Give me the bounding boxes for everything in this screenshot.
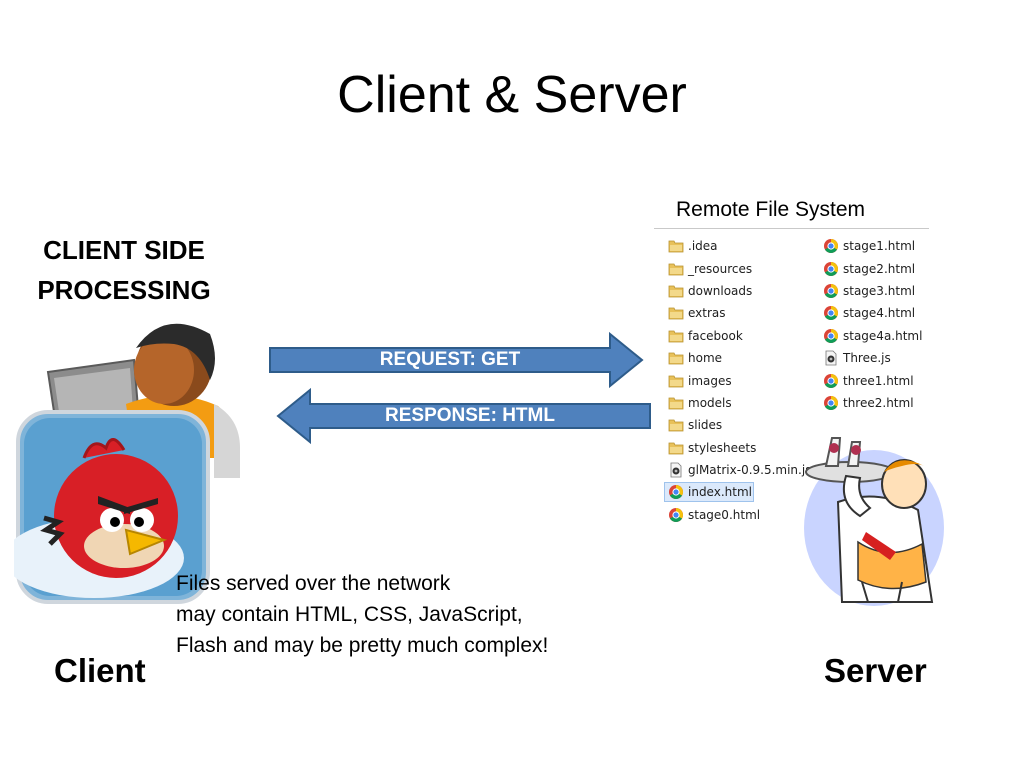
file-list-item[interactable]: stage4.html <box>823 302 922 324</box>
file-name: facebook <box>688 328 743 343</box>
file-name: images <box>688 373 732 388</box>
client-side-processing-heading: CLIENT SIDE PROCESSING <box>24 230 224 310</box>
folder-icon <box>668 440 684 456</box>
file-name: glMatrix-0.9.5.min.js <box>688 463 812 478</box>
server-label: Server <box>824 652 927 689</box>
file-list-item[interactable]: slides <box>668 414 811 436</box>
chrome-file-icon <box>823 373 839 389</box>
client-label: Client <box>54 652 146 689</box>
folder-icon <box>668 373 684 389</box>
file-list-item[interactable]: models <box>668 392 811 414</box>
file-list-column-2: stage1.html stage2.html stage3.html stage4.… <box>823 235 922 414</box>
response-arrow <box>276 387 651 445</box>
file-list-item[interactable]: images <box>668 369 811 391</box>
file-list-item[interactable]: facebook <box>668 325 811 347</box>
file-name: stage4a.html <box>843 328 923 343</box>
file-list-item[interactable]: _resources <box>668 257 811 279</box>
note-line-1: Files served over the network <box>176 572 451 595</box>
file-list-item[interactable]: Three.js <box>823 347 922 369</box>
waiter-serving-tray-icon <box>804 437 944 606</box>
file-name: stage1.html <box>843 239 916 254</box>
chrome-file-icon <box>823 238 839 254</box>
folder-icon <box>668 350 684 366</box>
file-list-item[interactable]: stage4a.html <box>823 325 922 347</box>
file-list-item[interactable]: stage2.html <box>823 257 922 279</box>
file-name: slides <box>688 418 723 433</box>
folder-icon <box>668 238 684 254</box>
script-file-icon <box>668 462 684 478</box>
file-list-item[interactable]: index.html <box>663 481 811 503</box>
chrome-file-icon <box>823 261 839 277</box>
script-file-icon <box>823 350 839 366</box>
file-list-item[interactable]: stage0.html <box>668 504 811 526</box>
file-name: models <box>688 395 732 410</box>
file-name: stylesheets <box>688 440 757 455</box>
note-line-3: Flash and may be pretty much complex! <box>176 634 549 657</box>
client-heading-line-1: CLIENT SIDE <box>43 235 205 265</box>
file-system-divider <box>654 228 929 229</box>
chrome-file-icon <box>823 395 839 411</box>
file-list-item[interactable]: .idea <box>668 235 811 257</box>
request-arrow <box>269 331 644 389</box>
file-list-item[interactable]: glMatrix-0.9.5.min.js <box>668 459 811 481</box>
file-list-item[interactable]: downloads <box>668 280 811 302</box>
file-list-item[interactable]: home <box>668 347 811 369</box>
chrome-file-icon <box>668 507 684 523</box>
file-list-item[interactable]: stage3.html <box>823 280 922 302</box>
request-response-arrows <box>269 331 651 445</box>
files-served-note: Files served over the network may contai… <box>176 568 548 661</box>
folder-icon <box>668 283 684 299</box>
file-name: downloads <box>688 283 753 298</box>
folder-icon <box>668 328 684 344</box>
file-list-column-1: .idea _resources downloads extras facebook ho… <box>663 235 811 526</box>
file-name: three2.html <box>843 395 914 410</box>
file-name: home <box>688 351 723 366</box>
remote-file-system-caption: Remote File System <box>676 198 866 221</box>
client-illustration <box>14 323 240 604</box>
chrome-file-icon <box>823 328 839 344</box>
chrome-file-icon <box>823 283 839 299</box>
file-list-item[interactable]: stylesheets <box>668 437 811 459</box>
chrome-file-icon <box>823 305 839 321</box>
chrome-file-icon <box>668 484 684 500</box>
file-list-item[interactable]: three2.html <box>823 392 922 414</box>
file-name: Three.js <box>843 351 891 366</box>
slide-title: Client & Server <box>337 66 687 124</box>
file-list-item[interactable]: three1.html <box>823 369 922 391</box>
folder-icon <box>668 305 684 321</box>
folder-icon <box>668 417 684 433</box>
note-line-2: may contain HTML, CSS, JavaScript, <box>176 603 523 626</box>
file-name: _resources <box>688 261 753 276</box>
file-name: extras <box>688 306 726 321</box>
client-heading-line-2: PROCESSING <box>37 275 211 305</box>
file-name: stage2.html <box>843 261 916 276</box>
angry-birds-app-icon <box>14 410 210 604</box>
folder-icon <box>668 261 684 277</box>
file-name: index.html <box>688 485 752 500</box>
file-name: stage4.html <box>843 306 916 321</box>
request-get-label: REQUEST: GET <box>379 349 521 370</box>
file-name: stage3.html <box>843 283 916 298</box>
response-html-label: RESPONSE: HTML <box>385 405 555 426</box>
file-name: .idea <box>688 239 718 254</box>
file-name: stage0.html <box>688 507 761 522</box>
file-list-item[interactable]: stage1.html <box>823 235 922 257</box>
file-name: three1.html <box>843 373 914 388</box>
file-list-item[interactable]: extras <box>668 302 811 324</box>
folder-icon <box>668 395 684 411</box>
